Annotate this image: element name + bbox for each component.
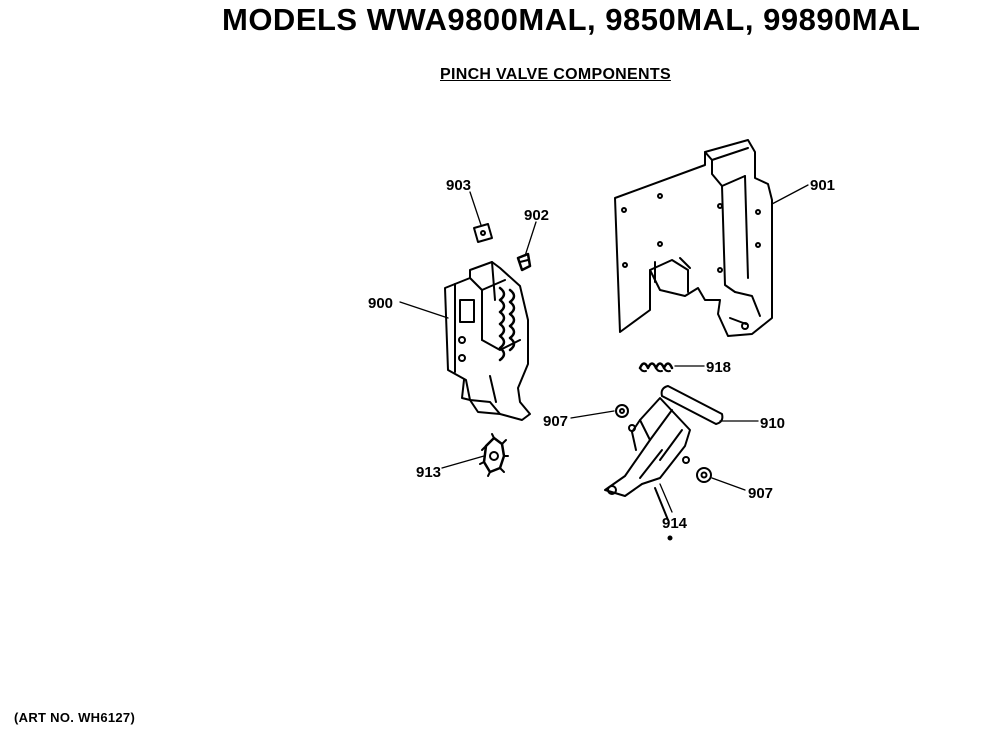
part-label-903: 903 [446,177,471,194]
part-907-washer-a [615,404,629,418]
leader-lines [399,184,809,513]
part-label-901: 901 [810,177,835,194]
part-914-lever [604,397,691,521]
part-910-pin [660,385,724,425]
part-907-washer-b [696,467,712,483]
part-label-902: 902 [524,207,549,224]
part-label-907-left: 907 [543,413,568,430]
part-label-913: 913 [416,464,441,481]
part-901-bracket [614,139,773,337]
part-label-900: 900 [368,295,393,312]
part-918-spring [638,362,674,373]
page-title: MODELS WWA9800MAL, 9850MAL, 99890MAL [222,2,921,37]
part-label-910: 910 [760,415,785,432]
part-900-solenoid [444,261,531,421]
part-label-918: 918 [706,359,731,376]
art-number: (ART NO. WH6127) [14,710,136,725]
part-902-screw [516,252,532,272]
part-label-907-right: 907 [748,485,773,502]
section-title: PINCH VALVE COMPONENTS [440,66,671,83]
part-913-gear [479,433,509,477]
part-label-914: 914 [662,515,688,532]
part-903-pad [473,223,493,243]
